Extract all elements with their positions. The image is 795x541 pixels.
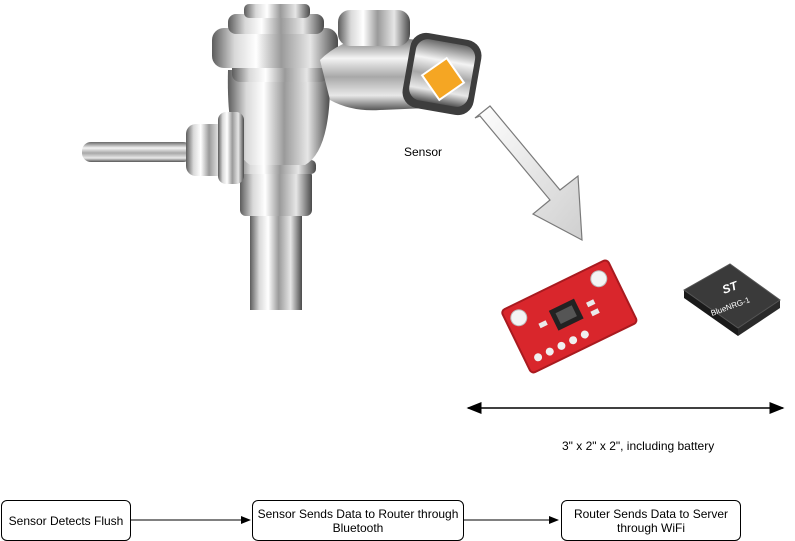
flow-step-label: Router Sends Data to Server through WiFi [566,507,736,535]
accelerometer-board-illustration [501,259,638,374]
sensor-label: Sensor [404,145,442,159]
flow-step-router-sends-data: Router Sends Data to Server through WiFi [561,500,741,541]
gray-arrow-icon [475,106,582,240]
flow-step-sensor-sends-data: Sensor Sends Data to Router through Blue… [252,500,464,541]
dimensions-label: 3" x 2" x 2", including battery [562,439,714,453]
flow-step-sensor-detects-flush: Sensor Detects Flush [1,500,131,541]
flow-step-label: Sensor Sends Data to Router through Blue… [257,507,459,535]
flow-step-label: Sensor Detects Flush [9,514,124,528]
bluetooth-chip-illustration: ST BlueNRG-1 [684,264,780,336]
